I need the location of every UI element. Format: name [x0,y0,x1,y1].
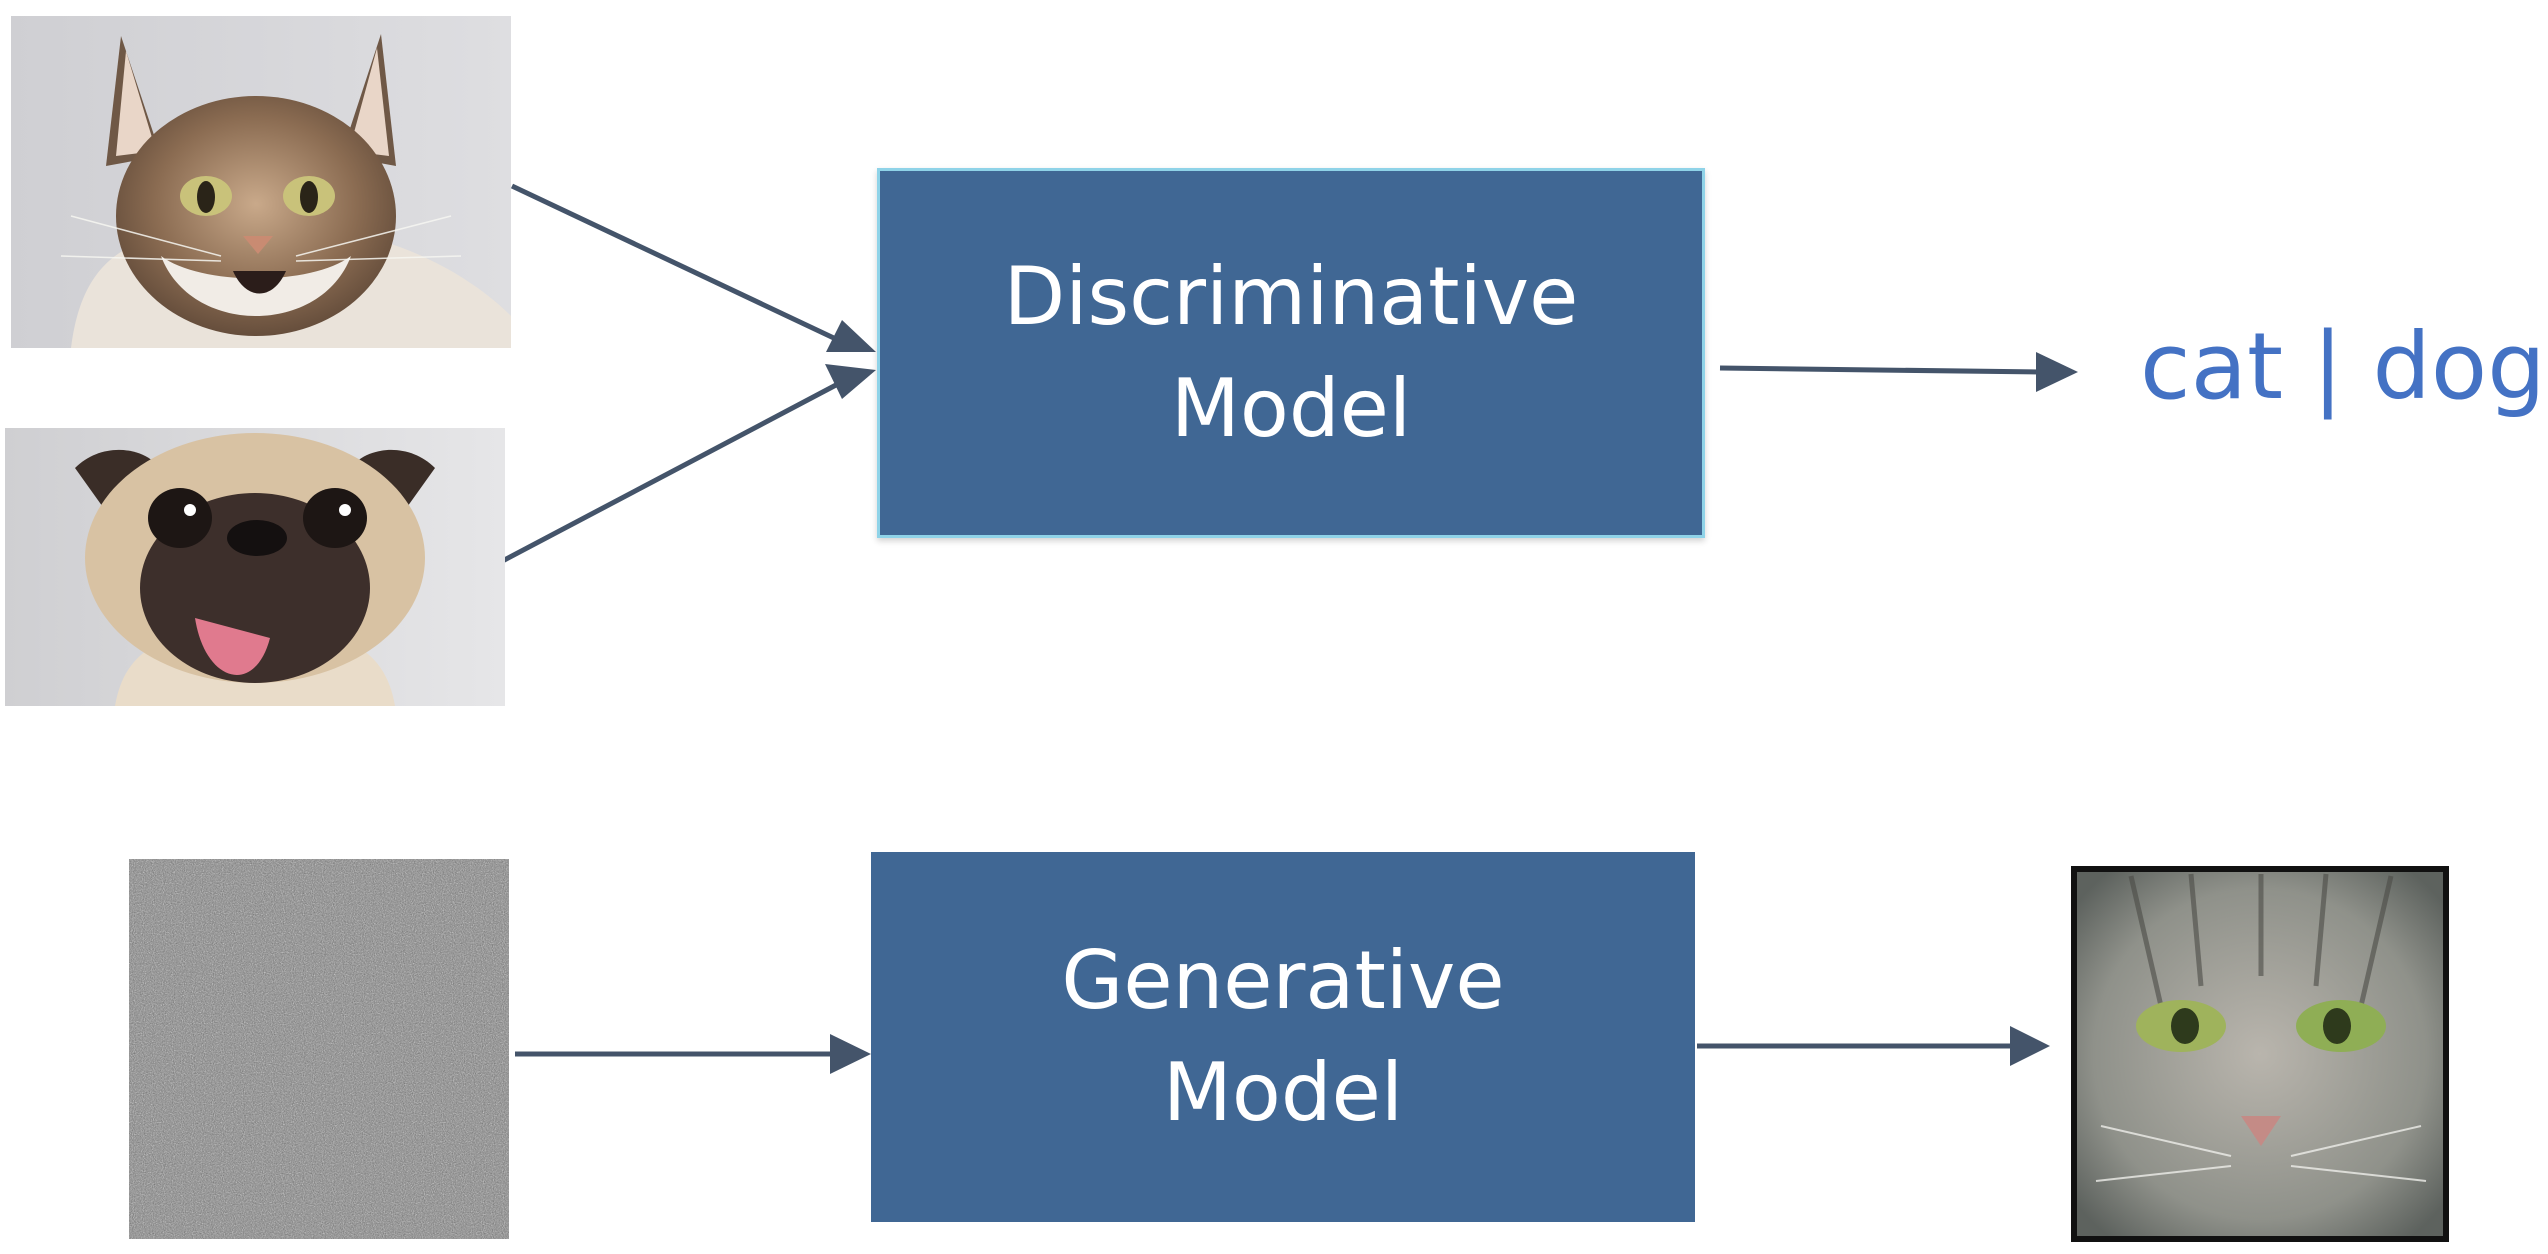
cat-photo [11,16,511,348]
generative-model-box: Generative Model [871,852,1695,1222]
generated-cat-face-icon [2071,866,2449,1242]
pug-dog-icon [5,428,505,706]
arrowhead-icon [826,320,876,352]
generated-cat-photo [2071,866,2449,1242]
arrowhead-icon [830,1034,871,1074]
maine-coon-cat-icon [11,16,511,348]
discriminative-model-label: Discriminative Model [1003,250,1579,455]
classification-output-label: cat | dog [2140,313,2546,420]
discriminative-model-box: Discriminative Model [877,168,1705,538]
arrowhead-icon [2010,1026,2050,1066]
dog-photo [5,428,505,706]
discriminative-to-output-arrow [1719,365,2041,375]
noise-photo [129,859,509,1239]
arrowhead-icon [825,364,876,399]
cat-to-discriminative-arrow [510,183,840,343]
arrowhead-icon [2036,352,2078,392]
dog-to-discriminative-arrow [491,382,838,569]
random-noise-icon [129,859,509,1239]
generative-model-label: Generative Model [1061,934,1505,1139]
